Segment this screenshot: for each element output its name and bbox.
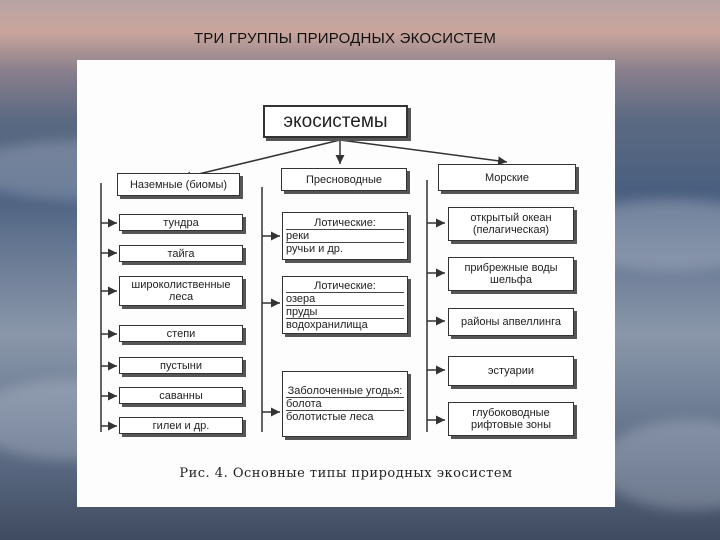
terrestrial-item: гилеи и др. bbox=[119, 417, 243, 434]
terrestrial-item: пустыни bbox=[119, 357, 243, 374]
group-title: Заболоченные угодья: bbox=[287, 385, 403, 397]
group-row: водохранилища bbox=[286, 317, 404, 331]
marine-item: районы апвеллинга bbox=[448, 308, 574, 336]
terrestrial-item: степи bbox=[119, 325, 243, 342]
group-row: озера bbox=[286, 291, 404, 305]
marine-item: открытый океан (пелагическая) bbox=[448, 207, 574, 241]
group-row: болота bbox=[286, 397, 404, 410]
connector-lines bbox=[100, 138, 508, 432]
terrestrial-item: широколиственные леса bbox=[119, 276, 243, 306]
group-row: реки bbox=[286, 229, 404, 242]
marine-item: глубоководные рифтовые зоны bbox=[448, 402, 574, 436]
terrestrial-item: тайга bbox=[119, 245, 243, 262]
group-row: болотистые леса bbox=[286, 410, 404, 423]
terrestrial-item: тундра bbox=[119, 214, 243, 231]
freshwater-lotic-group: Лотические: реки ручьи и др. bbox=[282, 212, 408, 260]
group-title: Лотические: bbox=[314, 279, 376, 292]
marine-item: эстуарии bbox=[448, 356, 574, 386]
marine-item: прибрежные воды шельфа bbox=[448, 257, 574, 291]
group-row: пруды bbox=[286, 304, 404, 318]
freshwater-lentic-group: Лотические: озера пруды водохранилища bbox=[282, 276, 408, 334]
group-title: Лотические: bbox=[314, 217, 376, 229]
marine-header: Морские bbox=[438, 164, 576, 191]
slide-title: ТРИ ГРУППЫ ПРИРОДНЫХ ЭКОСИСТЕМ bbox=[193, 30, 497, 47]
group-row: ручьи и др. bbox=[286, 242, 404, 255]
terrestrial-item: саванны bbox=[119, 387, 243, 404]
freshwater-header: Пресноводные bbox=[281, 168, 407, 191]
figure-caption: Рис. 4. Основные типы природных экосисте… bbox=[179, 466, 513, 481]
terrestrial-header: Наземные (биомы) bbox=[117, 173, 240, 196]
root-node: экосистемы bbox=[263, 105, 408, 138]
diagram-panel: экосистемы Наземные (биомы) Пресноводные… bbox=[77, 60, 615, 507]
freshwater-wetlands-group: Заболоченные угодья: болота болотистые л… bbox=[282, 371, 408, 437]
